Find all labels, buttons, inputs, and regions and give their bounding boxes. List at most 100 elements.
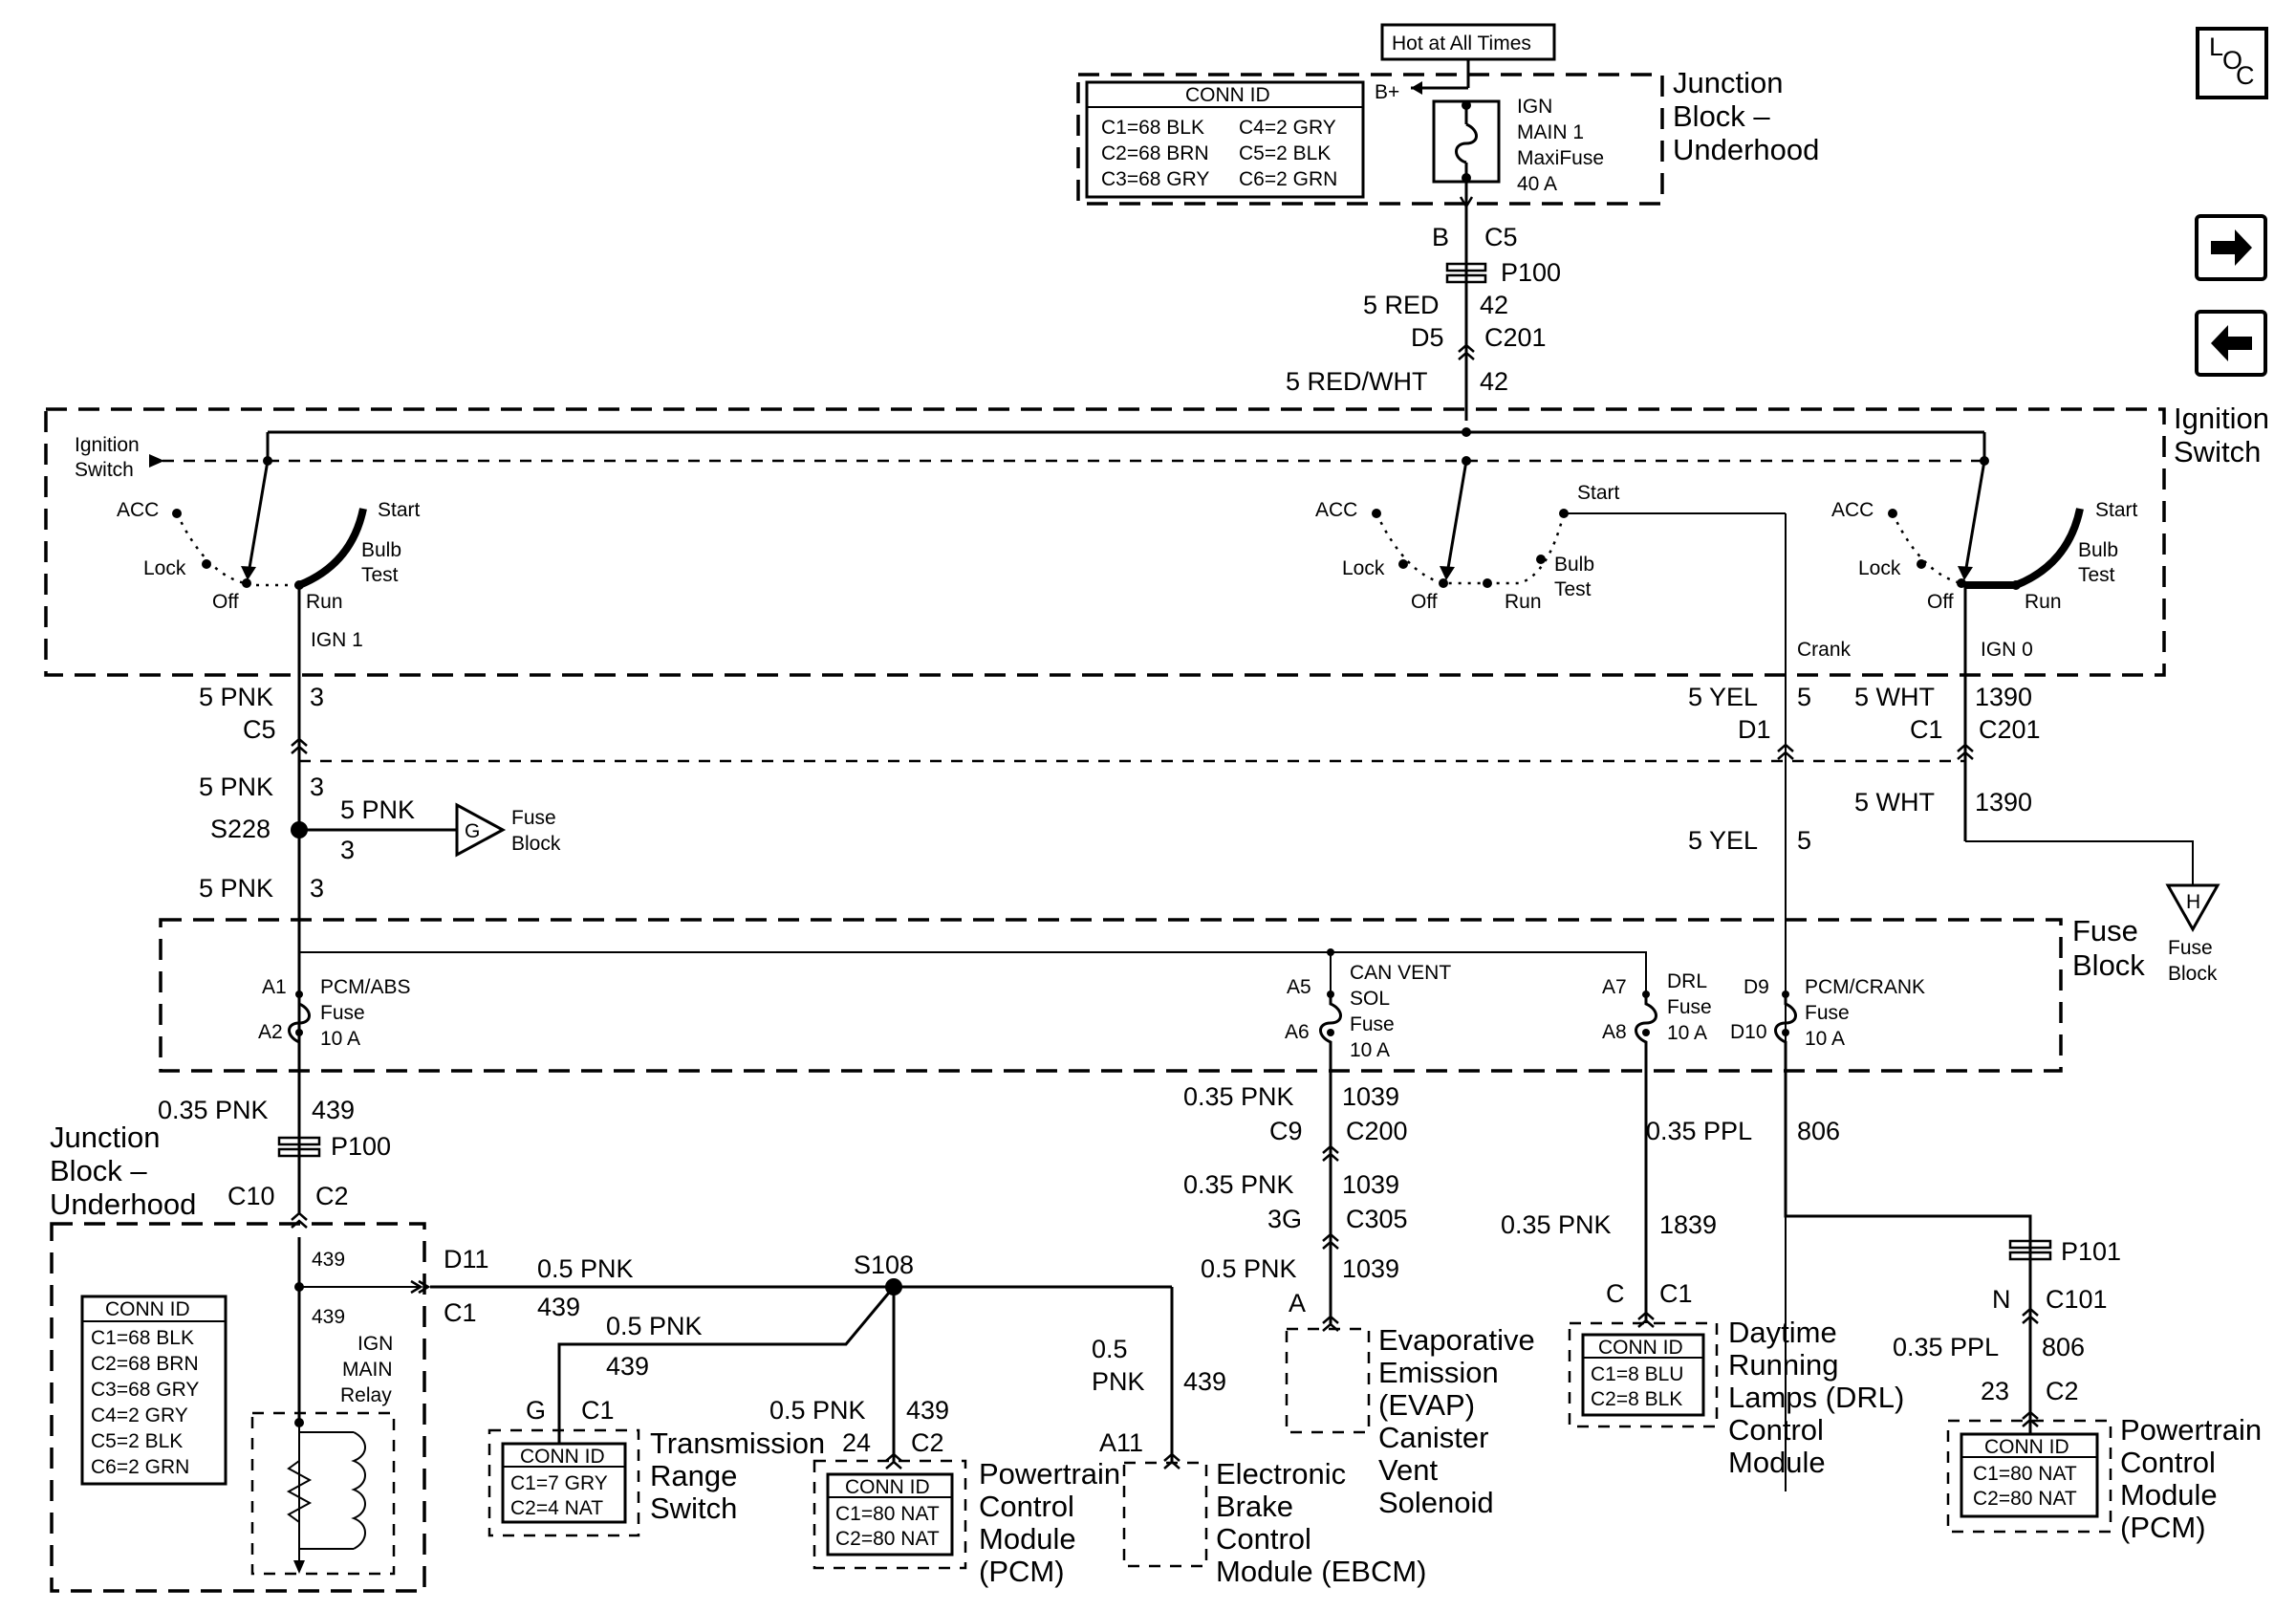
components-pcm2-name_lines-0-label: Powertrain — [2120, 1413, 2262, 1447]
fuse_block-fuses-2-lines-2-label: 10 A — [1667, 1022, 1707, 1044]
wire-segment — [1122, 1461, 1208, 1568]
wire-segment — [202, 559, 211, 569]
jb_top-name_lines-2-label: Underhood — [1673, 133, 1819, 166]
c439-trs_g-label: G — [526, 1396, 546, 1425]
fuse_block-fuses-0-lines-2-label: 10 A — [320, 1028, 360, 1050]
back-arrow-icon[interactable] — [2195, 310, 2267, 377]
components-pcm2-name_lines-2-label: Module — [2120, 1478, 2218, 1512]
jb_bottom-conn_rows-4-label: C5=2 BLK — [91, 1430, 183, 1452]
components-evap-name_lines-4-label: Vent — [1378, 1453, 1438, 1487]
fuse_block-fuses-3-lines-0-label: PCM/CRANK — [1805, 976, 1925, 998]
wire-segment — [1965, 840, 2194, 885]
wire-segment — [1891, 512, 1962, 585]
wire-segment — [288, 994, 311, 1052]
c1839-c-label: C — [1606, 1279, 1625, 1308]
conn-id-table-top: CONN ID C1=68 BLK C4=2 GRY C2=68 BRN C5=… — [1085, 80, 1365, 199]
jb_top-conn_title-label: CONN ID — [1185, 84, 1270, 106]
c439-pcm_c2-label: C2 — [911, 1428, 944, 1457]
c439-pcm_439-label: 439 — [906, 1396, 949, 1425]
c806-n-label: N — [1992, 1285, 2011, 1314]
feed-c201-label: C201 — [1484, 323, 1547, 352]
pnk_circuit-c5-label: C5 — [243, 715, 276, 744]
c806-c101-label: C101 — [2046, 1285, 2108, 1314]
c439-d11-label: D11 — [444, 1245, 489, 1274]
components-pcm2-conn_title-label: CONN ID — [1984, 1436, 2069, 1458]
wire-segment — [351, 1431, 366, 1550]
components-pcm1-conn_title-label: CONN ID — [845, 1476, 930, 1498]
ign_switch-acc-label: ACC — [1831, 499, 1874, 521]
wire-segment — [812, 1459, 967, 1570]
junction-block-underhood-top: Junction Block – Underhood — [1076, 66, 1819, 206]
wire-segment — [1581, 1333, 1705, 1417]
jb_bottom-name_lines-2-label: Underhood — [50, 1187, 196, 1221]
jb_top-fuse_lines-3-label: 40 A — [1517, 173, 1557, 195]
components-ebcm-name_lines-3-label: Module (EBCM) — [1216, 1555, 1427, 1588]
feed-p100-label: P100 — [1501, 258, 1561, 287]
c1839-n1839-label: 1839 — [1659, 1210, 1717, 1239]
wire-segment — [1085, 80, 1365, 199]
wire-segment — [250, 1411, 396, 1576]
c1039-a-label: A — [1289, 1289, 1306, 1317]
loc_icon-c-label: C — [2236, 61, 2255, 90]
wire-segment — [455, 802, 507, 858]
jb_top-conn_rows-1-1-label: C5=2 BLK — [1239, 142, 1331, 164]
ign_switch-lock-label: Lock — [1342, 557, 1385, 579]
loc_icon-o-label: O — [2222, 46, 2242, 75]
c1039-n1039c-label: 1039 — [1342, 1254, 1399, 1283]
components-evap-name_lines-3-label: Canister — [1378, 1421, 1488, 1454]
wire-segment — [1445, 460, 1468, 575]
wire-segment — [1462, 173, 1471, 183]
yel_circuit-yel2-label: 5 YEL — [1688, 826, 1758, 855]
c806-c2-label: C2 — [2046, 1377, 2079, 1405]
wire-segment — [172, 509, 182, 518]
components-drl-name_lines-3-label: Control — [1728, 1413, 1824, 1447]
c439-c1-label: C1 — [444, 1298, 477, 1327]
forward-arrow-icon[interactable] — [2195, 214, 2267, 281]
wire-segment — [1483, 578, 1492, 588]
feed-n42b-label: 42 — [1480, 367, 1508, 396]
ign_switch-name_lines-0-label: Ignition — [2174, 402, 2269, 435]
c806-n23-label: 23 — [1981, 1377, 2009, 1405]
pnk_circuit-branch_3-label: 3 — [340, 836, 355, 864]
c806-p101-label: P101 — [2061, 1237, 2121, 1266]
g-off-page-connector: G — [455, 802, 507, 858]
c439-ebcm_pnk_lines-0-label: 0.5 — [1092, 1335, 1128, 1363]
wire-segment — [1888, 509, 1897, 518]
wire-segment — [277, 1147, 321, 1158]
jb_bottom-conn_rows-1-label: C2=68 BRN — [91, 1353, 199, 1375]
yel_circuit-n5-label: 5 — [1797, 683, 1811, 711]
wht_circuit-fuse_block_lines-0-label: Fuse — [2168, 937, 2213, 959]
fuse-pcm-crank: D9 D10 PCM/CRANK Fuse 10 A — [1730, 976, 1925, 1052]
c439-ebcm_439-label: 439 — [1183, 1367, 1226, 1396]
wire-segment — [1398, 559, 1408, 569]
jb_top-name_lines-0-label: Junction — [1673, 66, 1783, 99]
wire-segment — [1946, 1419, 2112, 1534]
wire-segment — [297, 508, 367, 589]
wht_circuit-wht2-label: 5 WHT — [1854, 788, 1935, 816]
fuse_block-fuses-0-lines-1-label: Fuse — [320, 1002, 365, 1024]
fuse_block-fuses-3-lines-2-label: 10 A — [1805, 1028, 1845, 1050]
wire-segment — [2195, 310, 2267, 377]
wht_circuit-n1390b-label: 1390 — [1975, 788, 2032, 816]
pnk_circuit-fuse_block_lines-1-label: Block — [511, 833, 561, 855]
fuse_block-fuses-2-lines-1-label: Fuse — [1667, 996, 1712, 1018]
ign_switch-name_lines-1-label: Switch — [2174, 435, 2261, 468]
wire-segment — [1439, 578, 1448, 588]
junction-block-underhood-bottom: Junction Block – Underhood — [50, 1121, 426, 1593]
c439-trs_c1-label: C1 — [581, 1396, 615, 1425]
p100-pass-through-top — [1445, 262, 1487, 284]
c1039-g3-label: 3G — [1267, 1205, 1302, 1233]
yel_circuit-d1-label: D1 — [1738, 715, 1771, 744]
wire-segment — [80, 1295, 227, 1486]
powertrain-control-module-right: CONN ID C1=80 NAT C2=80 NAT Powertrain C… — [1946, 1410, 2262, 1544]
ign_switch-run-label: Run — [1505, 591, 1542, 613]
pnk_circuit-s228-label: S228 — [210, 815, 271, 843]
fuse_block-fuses-1-lines-2-label: Fuse — [1350, 1013, 1395, 1035]
wht_circuit-c201-label: C201 — [1979, 715, 2041, 744]
fuse_block-name_lines-0-label: Fuse — [2072, 914, 2138, 947]
ign_switch-run-label: Run — [2025, 591, 2062, 613]
c439-pcm_pnk-label: 0.5 PNK — [769, 1396, 866, 1425]
wht_circuit-h-label: H — [2186, 891, 2200, 913]
ign-main-relay: IGN MAIN Relay — [250, 1333, 396, 1576]
pnk_circuit-c_pnk-label: 5 PNK — [199, 683, 273, 711]
